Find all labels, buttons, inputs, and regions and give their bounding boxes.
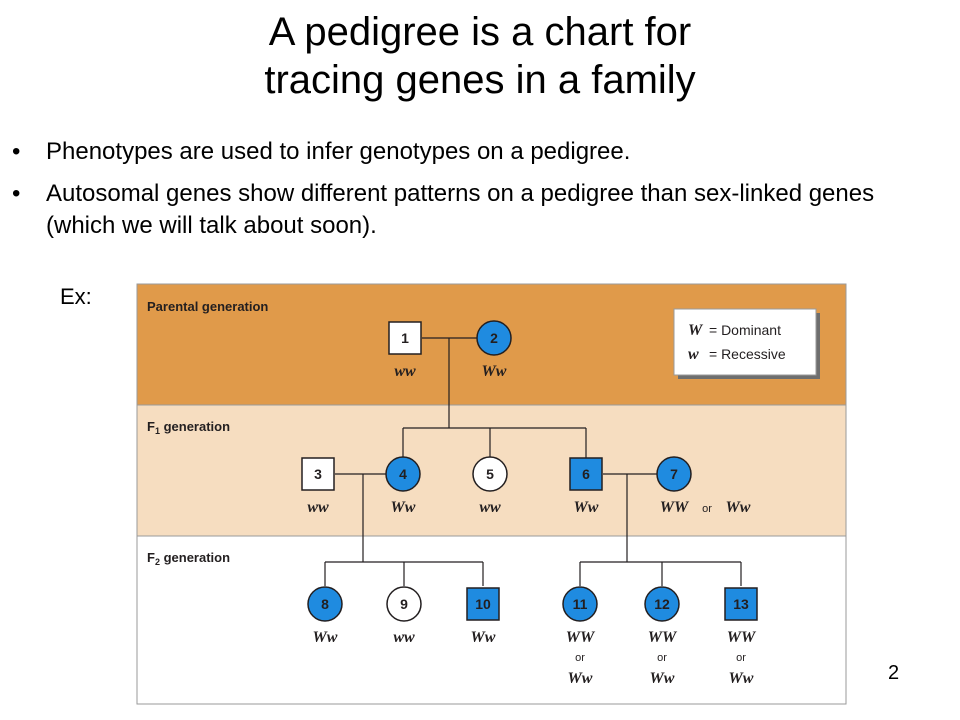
genotype-3: ww [307,499,329,516]
genotype-8: Ww [313,629,338,646]
female-symbol-9 [386,586,422,622]
genotype-6: Ww [574,499,599,516]
genotype-or-12: or [657,652,667,664]
bullet-text: Phenotypes are used to infer genotypes o… [46,138,631,165]
f2-subscript: 2 [155,557,160,567]
female-symbol-7 [656,456,692,492]
individual-number-13: 13 [733,596,749,612]
individual-number-1: 1 [401,330,409,346]
f2-suffix: generation [160,550,230,565]
legend-dominant-text: = Dominant [709,322,781,338]
page-number: 2 [888,662,900,684]
individual-number-9: 9 [400,596,408,612]
legend-dominant-symbol: W [688,322,704,339]
individual-number-12: 12 [654,596,670,612]
bullet-list: • Phenotypes are used to infer genotypes … [0,136,960,252]
pedigree-lines [324,337,742,586]
genotype-2: Ww [482,363,507,380]
genotype-12-b: Ww [650,670,675,687]
individual-number-6: 6 [582,466,590,482]
example-label: Ex: [60,284,92,309]
individual-number-11: 11 [573,596,588,612]
bullet-item: • Autosomal genes show different patterns… [0,178,906,242]
individual-number-10: 10 [475,596,491,612]
genotype-or-11: or [575,652,585,664]
bullet-dot: • [12,180,21,207]
male-symbol-10 [466,587,500,621]
genotype-4: Ww [391,499,416,516]
female-symbol-11 [562,586,598,622]
legend-recessive-text: = Recessive [709,346,786,362]
genotype-11-b: Ww [568,670,593,687]
f2-prefix: F [147,550,155,565]
genotype-or-13: or [736,652,746,664]
title-line-2: tracing genes in a family [264,58,696,102]
genotype-13-b: Ww [729,670,754,687]
bullet-dot: • [12,138,21,165]
bullet-item: • Phenotypes are used to infer genotypes … [0,136,906,168]
individual-number-5: 5 [486,466,494,482]
genotype-7-b: Ww [726,499,751,516]
genotype-1: ww [394,363,416,380]
genotype-9: ww [393,629,415,646]
male-symbol-1 [388,321,422,355]
f1-prefix: F [147,419,155,434]
bullet-text: Autosomal genes show different patterns … [46,180,875,239]
individual-number-8: 8 [321,596,329,612]
f1-generation-label: F1 generation [147,419,230,436]
individual-number-7: 7 [670,466,678,482]
title-line-1: A pedigree is a chart for [268,10,692,54]
female-symbol-8 [307,586,343,622]
female-symbol-5 [472,456,508,492]
slide-title: A pedigree is a chart for tracing genes … [0,8,960,104]
genotype-11-a: WW [566,629,596,646]
f1-subscript: 1 [155,426,160,436]
genotype-10: Ww [471,629,496,646]
genotype-or-7: or [702,503,712,515]
female-symbol-12 [644,586,680,622]
genotype-12-a: WW [648,629,678,646]
legend-recessive-symbol: w [688,346,699,363]
parental-generation-label: Parental generation [147,299,268,314]
genotype-13-a: WW [727,629,757,646]
male-symbol-6 [569,457,603,491]
f2-generation-label: F2 generation [147,550,230,567]
genotype-5: ww [479,499,501,516]
male-symbol-13 [724,587,758,621]
legend-box [673,308,817,376]
individual-number-4: 4 [399,466,407,482]
female-symbol-2 [476,320,512,356]
female-symbol-4 [385,456,421,492]
individual-number-3: 3 [314,466,322,482]
f1-suffix: generation [160,419,230,434]
male-symbol-3 [301,457,335,491]
genotype-7-a: WW [660,499,690,516]
individual-number-2: 2 [490,330,498,346]
